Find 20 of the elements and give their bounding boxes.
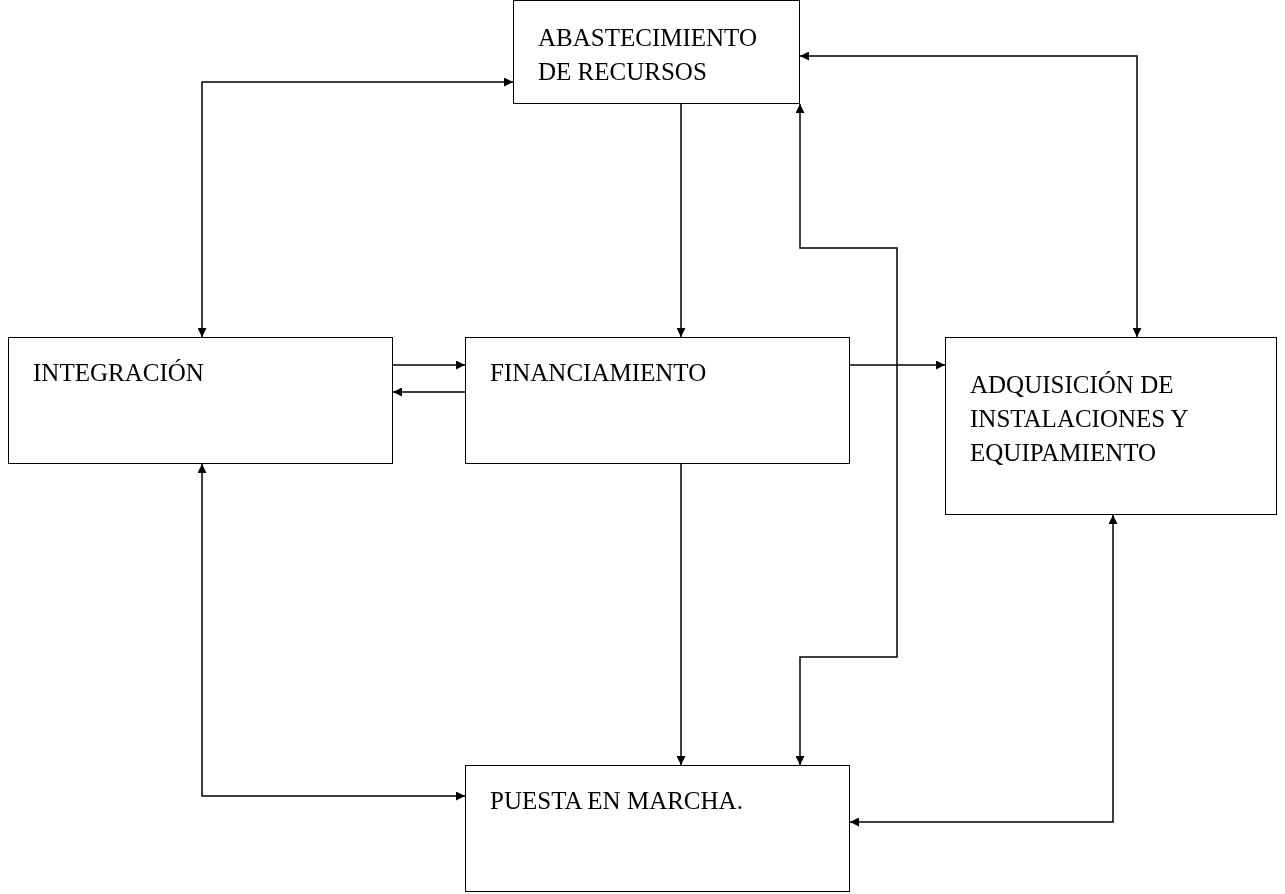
- process-box: [465, 337, 850, 464]
- box-label: ABASTECIMIENTO DE RECURSOS: [538, 23, 758, 87]
- arrow: [197, 77, 514, 338]
- arrow: [799, 51, 1142, 338]
- box-label: PUESTA EN MARCHA.: [490, 786, 743, 816]
- arrow: [197, 463, 466, 801]
- arrow: [795, 103, 898, 766]
- arrow: [676, 103, 686, 338]
- box-label: INTEGRACIÓN: [33, 358, 204, 388]
- process-box: [465, 765, 850, 892]
- arrow: [849, 514, 1118, 827]
- process-box: [513, 0, 800, 104]
- process-box: [945, 337, 1277, 515]
- box-label: FINANCIAMIENTO: [490, 358, 707, 388]
- arrow: [392, 360, 466, 370]
- arrow: [849, 360, 946, 370]
- box-label: ADQUISICIÓN DE INSTALACIONES Y EQUIPAMIENTO: [970, 370, 1189, 468]
- process-box: [8, 337, 393, 464]
- arrow: [676, 463, 686, 766]
- arrow: [392, 387, 466, 397]
